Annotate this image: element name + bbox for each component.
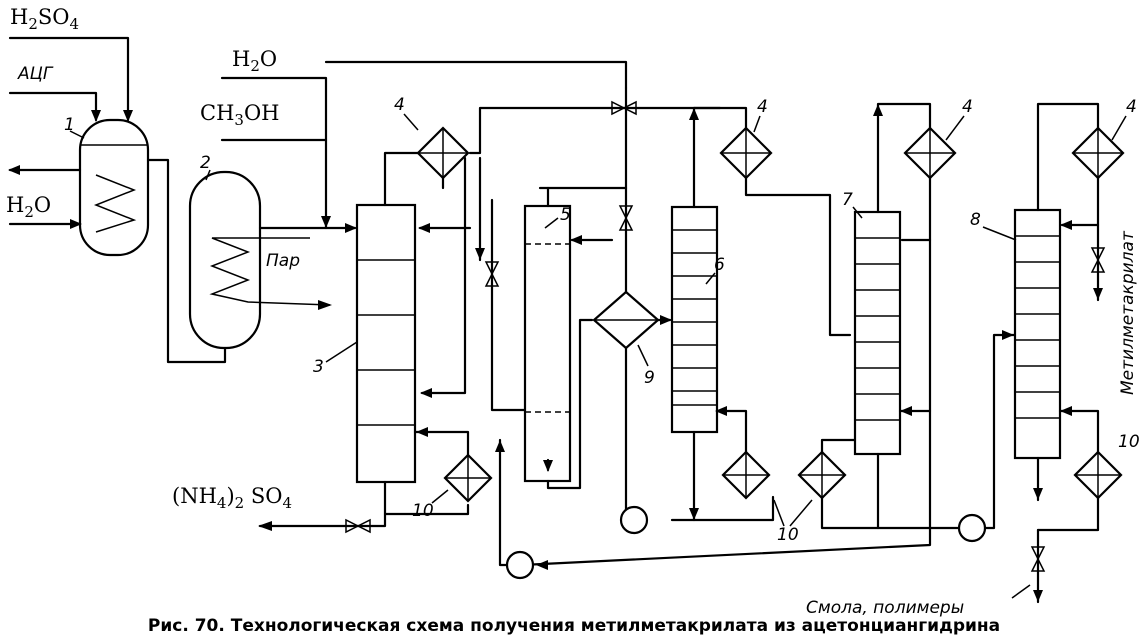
- label-4d: 4: [1126, 97, 1137, 117]
- reactor-1: [78, 118, 150, 257]
- product-label: Метилметакрилат: [1118, 230, 1138, 395]
- residue-label: Смола, полимеры: [806, 598, 964, 618]
- label-10c: 10: [1118, 432, 1140, 452]
- label-10b: 10: [777, 525, 799, 545]
- reboiler-10a: [443, 453, 493, 503]
- ammonium-sulfate-label: (NH4)2 SO4: [172, 484, 292, 512]
- label-10a: 10: [412, 501, 434, 521]
- column-8: [1013, 208, 1062, 460]
- reboiler-10b: [721, 450, 771, 500]
- separator-9: [592, 290, 660, 350]
- acg-label: АЦГ: [17, 64, 54, 84]
- condenser-4c: [903, 126, 957, 180]
- label-8: 8: [970, 210, 981, 230]
- label-6: 6: [714, 255, 725, 275]
- label-7: 7: [842, 190, 853, 210]
- pump-b: [957, 513, 987, 543]
- reboiler-10d: [1073, 450, 1123, 500]
- methanol-label: CH3OH: [200, 101, 279, 129]
- label-2: 2: [200, 153, 211, 173]
- reboiler-10c: [797, 450, 847, 500]
- label-9: 9: [644, 368, 655, 388]
- pump-a: [619, 505, 649, 535]
- water-top-label: H2O: [232, 47, 277, 75]
- label-5: 5: [560, 205, 571, 225]
- label-4b: 4: [757, 97, 768, 117]
- column-6: [670, 205, 719, 434]
- column-7: [853, 210, 902, 456]
- condenser-4b: [719, 126, 773, 180]
- condenser-4d: [1071, 126, 1125, 180]
- label-4c: 4: [962, 97, 973, 117]
- label-3: 3: [313, 357, 324, 377]
- column-5: [523, 204, 572, 483]
- label-4a: 4: [394, 95, 405, 115]
- hydrolysis-vessel-2: [188, 170, 331, 350]
- pump-c: [505, 550, 535, 580]
- label-1: 1: [64, 115, 75, 135]
- h2so4-label: H2SO4: [10, 5, 79, 33]
- steam-label: Пар: [266, 251, 300, 271]
- water-left-label: H2O: [6, 193, 51, 221]
- condenser-4a: [416, 126, 470, 180]
- column-3: [355, 203, 417, 484]
- figure-caption: Рис. 70. Технологическая схема получения…: [147, 616, 1001, 636]
